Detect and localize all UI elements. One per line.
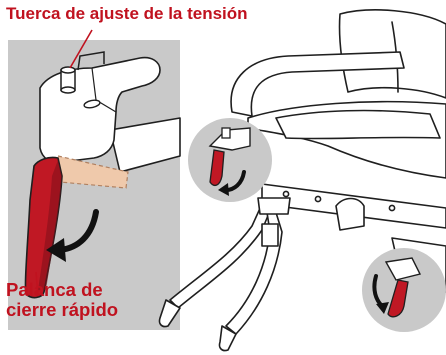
quick-release-leader	[35, 271, 39, 297]
crossbar-tube	[109, 117, 181, 173]
front-fork-left	[169, 203, 273, 309]
quick-release-label-line2: cierre rápido	[6, 298, 119, 320]
front-brake-inset	[188, 118, 272, 202]
inset-lever-front	[209, 149, 225, 187]
side-hinge	[335, 197, 365, 231]
front-fork-right	[225, 205, 283, 335]
brake-closeup-panel	[8, 29, 181, 330]
stroller-frame	[158, 9, 446, 352]
seat-pad	[275, 109, 441, 140]
tension-nut	[60, 66, 76, 94]
curved-arrow-head	[46, 238, 66, 262]
rivet	[388, 204, 396, 212]
quick-release-label-line1: Palanca de	[6, 279, 103, 300]
rivet	[314, 195, 322, 203]
inset-lever-rear	[387, 279, 409, 318]
wheel-tab-right	[218, 325, 237, 352]
quick-release-label: Palanca de cierre rápido	[6, 280, 118, 320]
fork-joint	[261, 223, 279, 247]
mount-slot	[83, 99, 101, 109]
fork-yoke	[257, 197, 291, 215]
lever-shadow-edge	[38, 160, 62, 290]
rear-brake-inset	[362, 248, 446, 332]
tension-nut-label: Tuerca de ajuste de la tensión	[6, 4, 248, 23]
wheel-tab-left	[158, 299, 181, 328]
rivet	[282, 190, 290, 198]
tension-nut-leader	[69, 29, 93, 69]
cable-bracket	[77, 51, 105, 71]
handlebar	[230, 51, 405, 117]
